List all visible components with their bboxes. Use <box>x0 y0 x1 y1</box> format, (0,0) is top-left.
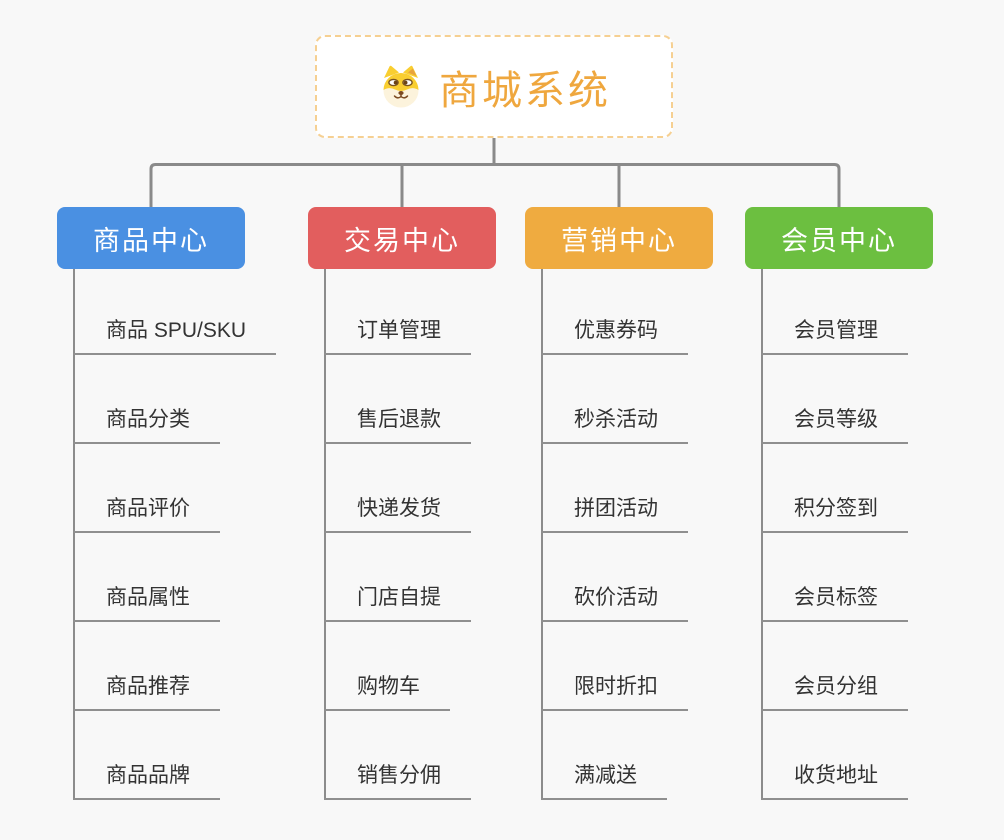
root-node[interactable]: 商城系统 <box>315 35 673 138</box>
child-topic[interactable]: 购物车 <box>324 672 450 711</box>
branch-node[interactable]: 交易中心 <box>308 207 496 269</box>
child-topic[interactable]: 商品 SPU/SKU <box>73 316 277 355</box>
child-topic[interactable]: 积分签到 <box>761 494 908 533</box>
child-topic[interactable]: 会员分组 <box>761 672 908 711</box>
doge-logo-icon <box>377 65 425 109</box>
branch-trunk-line <box>761 269 763 800</box>
child-topic[interactable]: 优惠券码 <box>541 316 688 355</box>
branch-trunk-line <box>541 269 543 800</box>
branch-node[interactable]: 商品中心 <box>57 207 245 269</box>
branch-trunk-line <box>324 269 326 800</box>
child-topic[interactable]: 收货地址 <box>761 761 908 800</box>
child-topic[interactable]: 商品推荐 <box>73 672 220 711</box>
child-topic[interactable]: 商品属性 <box>73 583 220 622</box>
root-title: 商城系统 <box>439 68 611 113</box>
branch-trunk-line <box>73 269 75 800</box>
child-topic[interactable]: 会员标签 <box>761 583 908 622</box>
child-topic[interactable]: 砍价活动 <box>541 583 688 622</box>
branch-node[interactable]: 会员中心 <box>745 207 933 269</box>
child-topic[interactable]: 秒杀活动 <box>541 405 688 444</box>
child-topic[interactable]: 会员等级 <box>761 405 908 444</box>
child-topic[interactable]: 门店自提 <box>324 583 471 622</box>
child-topic[interactable]: 售后退款 <box>324 405 471 444</box>
child-topic[interactable]: 拼团活动 <box>541 494 688 533</box>
child-topic[interactable]: 商品品牌 <box>73 761 220 800</box>
child-topic[interactable]: 会员管理 <box>761 316 908 355</box>
branch-node[interactable]: 营销中心 <box>525 207 713 269</box>
child-topic[interactable]: 满减送 <box>541 761 667 800</box>
child-topic[interactable]: 订单管理 <box>324 316 471 355</box>
child-topic[interactable]: 商品分类 <box>73 405 220 444</box>
child-topic[interactable]: 快递发货 <box>324 494 471 533</box>
child-topic[interactable]: 限时折扣 <box>541 672 688 711</box>
child-topic[interactable]: 销售分佣 <box>324 761 471 800</box>
child-topic[interactable]: 商品评价 <box>73 494 220 533</box>
